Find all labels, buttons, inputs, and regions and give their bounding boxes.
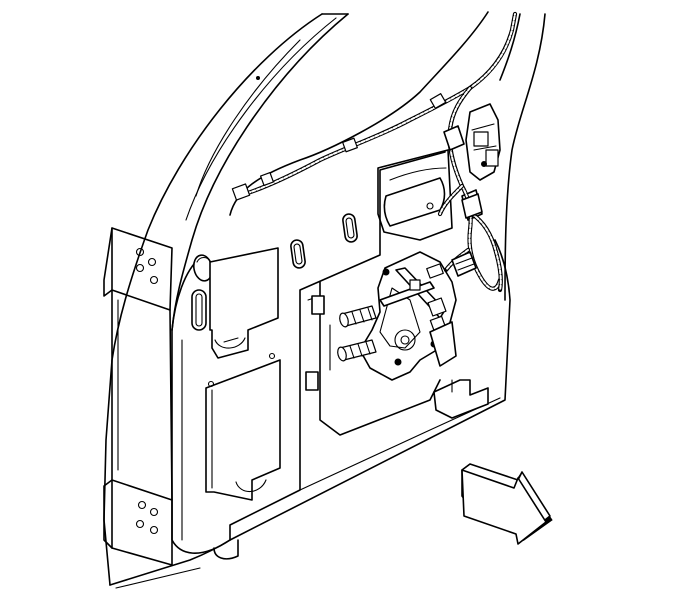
harness-clip xyxy=(259,171,275,187)
hinge-bolt xyxy=(135,263,145,273)
panel-slot-small xyxy=(305,371,319,391)
panel-slot-small xyxy=(311,295,325,315)
inside-handle-housing xyxy=(377,149,453,241)
harness-connector xyxy=(443,125,465,151)
hinge-bolt xyxy=(149,507,159,517)
hinge-bolt xyxy=(149,525,159,535)
hinge-bolt xyxy=(149,275,159,285)
harness-clip xyxy=(342,137,358,153)
harness-clip xyxy=(429,93,447,109)
harness-clip xyxy=(231,183,251,201)
wiring-harness xyxy=(231,11,518,293)
hinge-bolt xyxy=(135,247,145,257)
harness-connector xyxy=(461,193,483,219)
inner-door-panel xyxy=(171,151,511,560)
hinge-bolt xyxy=(135,519,145,529)
hinge-pillar xyxy=(103,227,173,566)
panel-slot xyxy=(191,289,207,331)
window-regulator xyxy=(337,251,457,381)
lower-guide-bracket xyxy=(433,379,489,419)
door-outer-shell xyxy=(103,11,546,589)
lower-access-cover xyxy=(205,352,281,501)
upper-access-cover xyxy=(209,247,279,359)
panel-recess xyxy=(305,281,441,436)
view-direction-arrow-icon xyxy=(461,463,553,545)
hinge-bolt xyxy=(137,500,147,510)
regulator-motor xyxy=(337,305,377,362)
hinge-bolt xyxy=(147,257,157,267)
